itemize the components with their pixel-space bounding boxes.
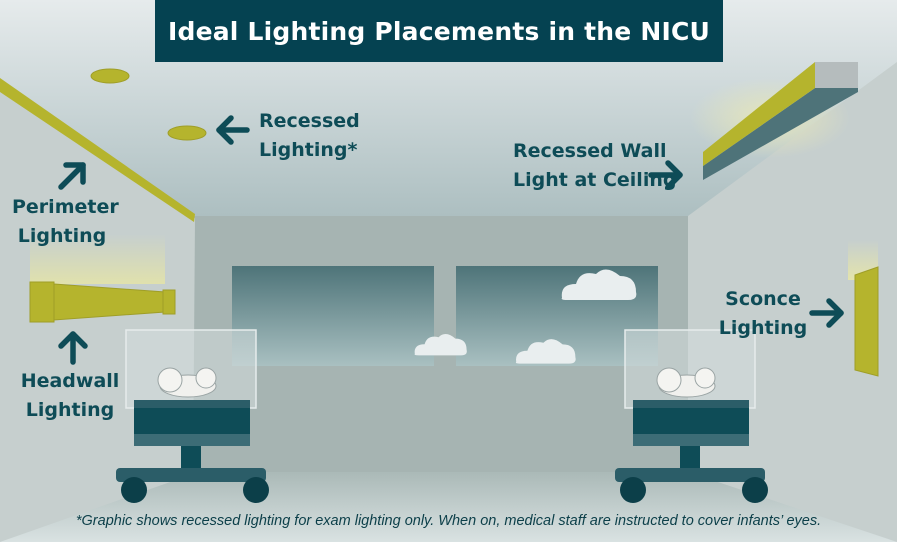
floor: [0, 470, 897, 542]
sconce-light-fixture: [854, 266, 879, 377]
label-recessed-wall-light: Recessed Wall Light at Ceiling: [513, 140, 677, 191]
clouds: [414, 269, 637, 364]
arrow-up-icon: [58, 331, 88, 365]
headwall-light-fixture: [162, 289, 176, 315]
infant-icon: [656, 367, 716, 398]
recessed-light-fixture: [90, 68, 130, 84]
footnote: *Graphic shows recessed lighting for exa…: [75, 513, 822, 529]
window-left-pane: [232, 266, 434, 366]
page-title: Ideal Lighting Placements in the NICU: [167, 16, 711, 46]
cloud-icon: [561, 269, 637, 300]
arrow-right-icon: [809, 298, 844, 328]
title-banner: Ideal Lighting Placements in the NICU: [155, 0, 723, 62]
perimeter-light-strip: [0, 78, 195, 222]
arrow-right-icon: [648, 160, 683, 190]
cloud-icon: [515, 339, 576, 364]
arrow-up-right-icon: [58, 162, 86, 190]
label-sconce-lighting: Sconce Lighting: [718, 288, 808, 339]
headwall-light-glow: [30, 234, 165, 284]
label-perimeter-lighting: Perimeter Lighting: [12, 196, 119, 247]
label-recessed-lighting: Recessed Lighting*: [259, 110, 360, 161]
cribs: [116, 329, 768, 503]
recessed-light-fixture: [167, 125, 207, 141]
crib-icon: [615, 329, 768, 503]
headwall-light-fixture: [29, 281, 55, 323]
recessed-wall-light-fixture: [703, 62, 815, 166]
soffit-underside: [703, 88, 858, 180]
arrow-left-icon: [216, 115, 250, 145]
soffit-end: [815, 62, 858, 88]
label-headwall-lighting: Headwall Lighting: [20, 370, 120, 421]
infant-icon: [157, 367, 217, 398]
crib-icon: [116, 329, 269, 503]
cloud-icon: [414, 334, 467, 356]
